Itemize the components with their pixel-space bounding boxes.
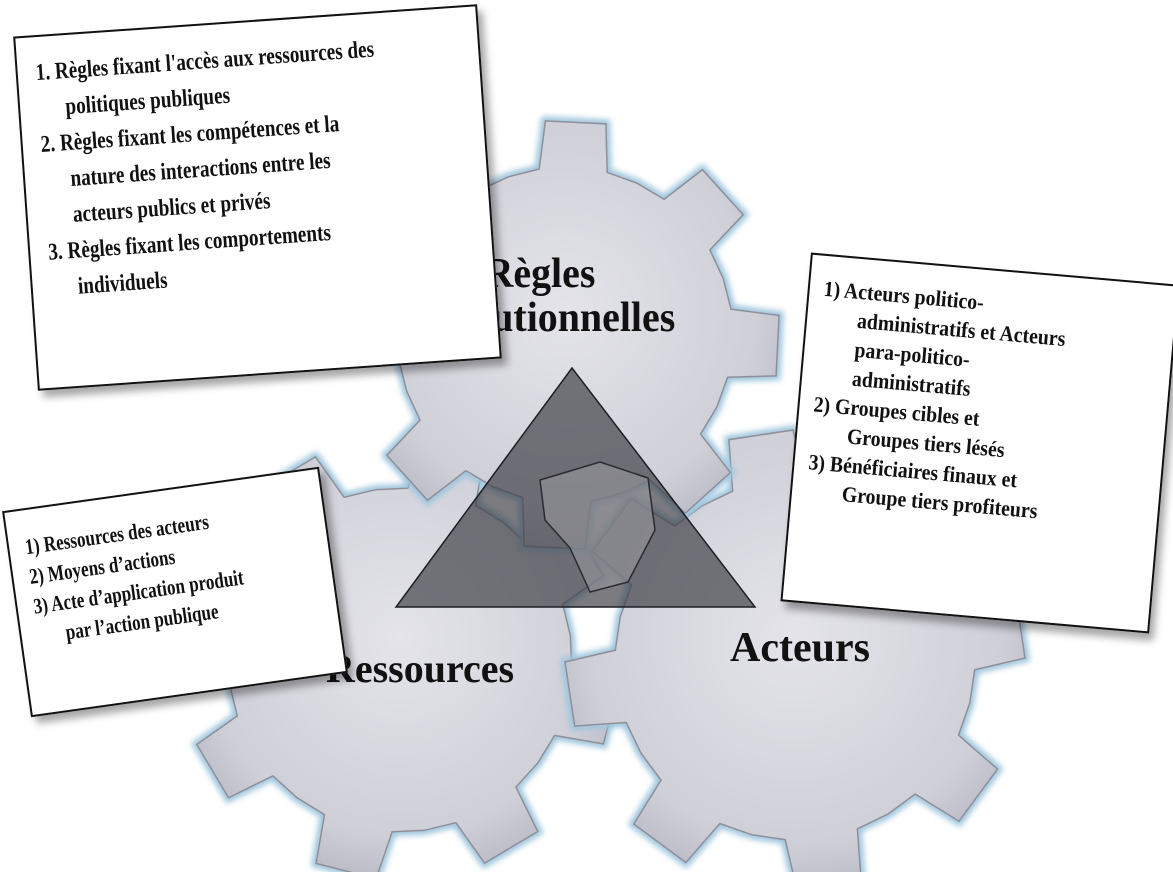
regles-title-line1: Règles (484, 251, 596, 297)
gear-label-ressources: Ressources (325, 646, 515, 691)
acteurs-description-box: 1) Acteurs politico- administratifs et A… (780, 252, 1173, 634)
regles-description-box: 1. Règles fixant l'accès aux ressources … (13, 4, 502, 391)
ressources-description-box: 1) Ressources des acteurs 2) Moyens d’ac… (2, 466, 348, 718)
center-overlap-shape (539, 461, 656, 593)
gear-label-acteurs: Acteurs (730, 625, 870, 671)
